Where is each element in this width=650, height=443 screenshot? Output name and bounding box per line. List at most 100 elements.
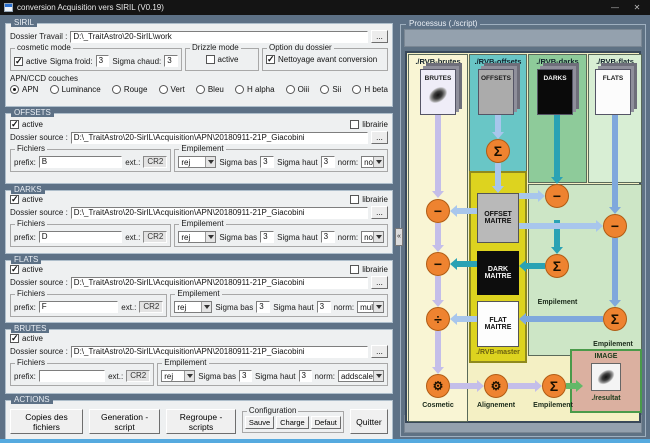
radio-sii[interactable]: Sii: [320, 85, 341, 94]
dossier-travail-input[interactable]: D:\_TraitAstro\20-SirIL\work: [70, 30, 368, 43]
flats-rej-select[interactable]: rej: [174, 301, 213, 313]
norm-label: norm:: [314, 371, 335, 381]
darks-active-checkbox[interactable]: active: [10, 194, 43, 205]
flats-fichiers-group: Fichiers prefix: F ext.: CR2: [10, 290, 168, 317]
ext-label: ext.:: [125, 232, 141, 242]
sigma-chaud-input[interactable]: 3: [164, 55, 178, 67]
arrowhead: [450, 313, 457, 325]
configuration-group: Configuration Sauve Charge Defaut: [241, 406, 344, 433]
option-dossier-label: Option du dossier: [267, 43, 334, 52]
flats-norm-select[interactable]: mul: [357, 301, 384, 313]
darks-browse-button[interactable]: ...: [371, 206, 388, 219]
brutes-norm-select[interactable]: addscale: [337, 370, 384, 382]
sigma-bas-label: Sigma bas: [219, 157, 258, 167]
flats-prefix-input[interactable]: F: [38, 301, 119, 313]
radio-rouge[interactable]: Rouge: [111, 85, 147, 94]
brutes-active-checkbox[interactable]: active: [10, 333, 43, 344]
arrowhead: [450, 258, 457, 270]
offsets-active-checkbox[interactable]: active: [10, 119, 43, 130]
minimize-button[interactable]: —: [611, 3, 619, 12]
radio-oiii[interactable]: Oiii: [285, 85, 309, 94]
ext-label: ext.:: [121, 302, 137, 312]
darks-rej-select[interactable]: rej: [178, 231, 217, 243]
arrow-offsets-1: [495, 115, 501, 132]
offsets-browse-button[interactable]: ...: [371, 131, 388, 144]
arrowhead: [609, 207, 621, 214]
charge-button[interactable]: Charge: [276, 415, 309, 429]
brutes-sigma-bas-input[interactable]: 3: [239, 370, 253, 382]
group-cosmetic-mode: cosmetic mode active Sigma froid: 3 Sigm…: [10, 44, 182, 71]
sauve-button[interactable]: Sauve: [244, 415, 275, 429]
offsets-sigma-haut-input[interactable]: 3: [320, 156, 335, 168]
darks-sigma-haut-input[interactable]: 3: [320, 231, 335, 243]
section-brutes: BRUTES active Dossier source : D:\_Trait…: [5, 325, 393, 394]
offsets-sigma-bas-input[interactable]: 3: [260, 156, 275, 168]
generation-script-button[interactable]: Generation - script: [88, 409, 161, 434]
empilement-label: Empilement: [175, 289, 222, 298]
offsets-dossier-input[interactable]: D:\_TraitAstro\20-SirIL\Acquisition\APN\…: [70, 131, 368, 144]
darks-sigma-bas-input[interactable]: 3: [260, 231, 275, 243]
brutes-prefix-input[interactable]: [38, 370, 106, 382]
configuration-label: Configuration: [246, 405, 299, 415]
radio-vert[interactable]: Vert: [158, 85, 185, 94]
offsets-norm-select[interactable]: no: [361, 156, 384, 168]
sigma-bas-label: Sigma bas: [219, 232, 258, 242]
couches-label: APN/CCD couches: [10, 74, 79, 83]
galaxy-image: [591, 363, 621, 391]
offsets-prefix-input[interactable]: B: [38, 156, 123, 168]
sigma-chaud-label: Sigma chaud:: [112, 56, 162, 66]
arrowhead: [535, 380, 542, 392]
brutes-rej-select[interactable]: rej: [161, 370, 196, 382]
flats-browse-button[interactable]: ...: [371, 276, 388, 289]
cosmetic-active-checkbox[interactable]: active: [14, 56, 47, 67]
fichiers-label: Fichiers: [15, 358, 48, 367]
radio-apn[interactable]: APN: [10, 85, 38, 94]
copies-fichiers-button[interactable]: Copies des fichiers: [10, 409, 83, 434]
couches-radio-row: APN Luminance Rouge Vert Bleu H alpha Oi…: [10, 85, 388, 94]
radio-hbeta[interactable]: H beta: [352, 85, 388, 94]
sigma-froid-input[interactable]: 3: [95, 55, 110, 67]
result-image-thumbnail: [591, 363, 621, 391]
darks-dossier-input[interactable]: D:\_TraitAstro\20-SirIL\Acquisition\APN\…: [70, 206, 368, 219]
section-brutes-label: BRUTES: [11, 325, 50, 333]
brutes-browse-button[interactable]: ...: [371, 345, 388, 358]
brutes-dossier-input[interactable]: D:\_TraitAstro\20-SirIL\Acquisition\APN\…: [70, 345, 368, 358]
nettoyage-checkbox[interactable]: Nettoyage avant conversion: [266, 54, 377, 65]
flats-sigma-bas-input[interactable]: 3: [256, 301, 271, 313]
fichiers-label: Fichiers: [15, 144, 48, 153]
arrowhead: [519, 260, 526, 272]
darks-librairie-checkbox[interactable]: librairie: [350, 195, 388, 204]
minus-icon-brutes-dark: −: [426, 252, 450, 276]
close-button[interactable]: ✕: [633, 3, 641, 12]
brutes-dossier-label: Dossier source :: [10, 347, 68, 356]
brutes-sigma-haut-input[interactable]: 3: [298, 370, 312, 382]
flats-sigma-haut-input[interactable]: 3: [316, 301, 331, 313]
empilement-label-final: Empilement: [533, 402, 573, 409]
fichiers-label: Fichiers: [15, 289, 48, 298]
flats-active-checkbox[interactable]: active: [10, 264, 43, 275]
offsets-librairie-checkbox[interactable]: librairie: [350, 120, 388, 129]
chevron-down-icon: [373, 232, 383, 242]
minus-icon-flats: −: [603, 214, 627, 238]
dossier-travail-browse-button[interactable]: ...: [371, 30, 388, 43]
darks-norm-select[interactable]: no: [361, 231, 384, 243]
darks-prefix-input[interactable]: D: [38, 231, 123, 243]
arrowhead: [596, 220, 603, 232]
panel-splitter-button[interactable]: «: [395, 228, 403, 246]
flats-dossier-input[interactable]: D:\_TraitAstro\20-SirIL\Acquisition\APN\…: [70, 276, 368, 289]
flats-librairie-checkbox[interactable]: librairie: [350, 265, 388, 274]
radio-icon: [158, 85, 168, 94]
drizzle-active-checkbox[interactable]: active: [205, 55, 238, 64]
sigma-haut-label: Sigma haut: [277, 232, 318, 242]
top-band: [404, 29, 642, 47]
radio-icon: [111, 85, 121, 94]
section-flats-label: FLATS: [11, 256, 42, 264]
regroupe-scripts-button[interactable]: Regroupe - scripts: [166, 409, 236, 434]
quitter-button[interactable]: Quitter: [349, 409, 388, 434]
radio-bleu[interactable]: Bleu: [195, 85, 224, 94]
checkbox-icon: [10, 264, 19, 275]
offsets-rej-select[interactable]: rej: [178, 156, 217, 168]
defaut-button[interactable]: Defaut: [310, 415, 341, 429]
radio-luminance[interactable]: Luminance: [49, 85, 101, 94]
radio-halpha[interactable]: H alpha: [234, 85, 275, 94]
